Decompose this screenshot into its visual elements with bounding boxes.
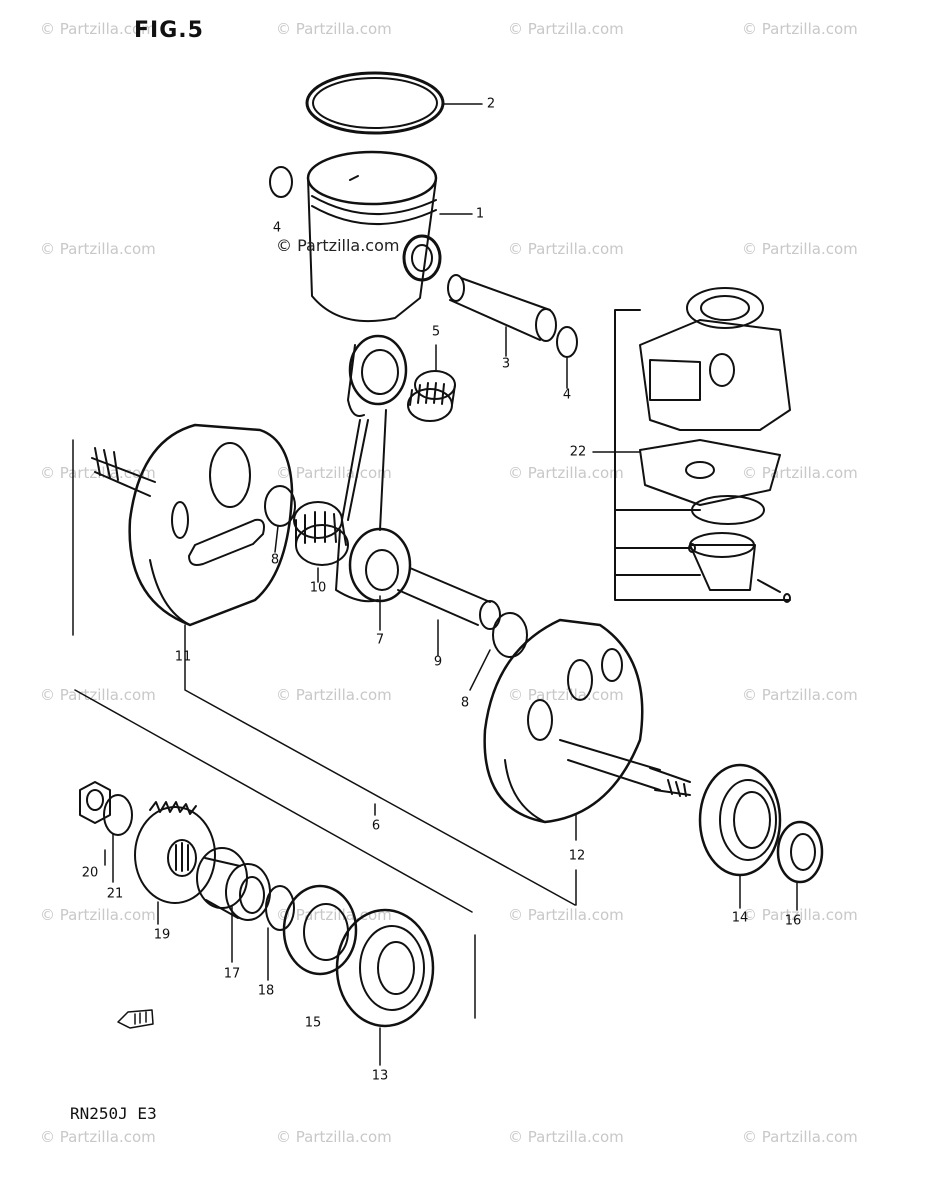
crankshaft-nut bbox=[79, 781, 111, 824]
watermark: © Partzilla.com bbox=[508, 686, 624, 704]
small-end-bearing bbox=[407, 370, 456, 422]
leader-lines bbox=[72, 103, 798, 1066]
crankshaft-bearing-left bbox=[335, 908, 435, 1028]
callout-21: 21 bbox=[106, 886, 124, 902]
piston-pin-clip bbox=[269, 166, 293, 198]
callout-3: 3 bbox=[501, 356, 511, 372]
crank-pin bbox=[397, 567, 501, 630]
figure-title: FIG.5 bbox=[134, 18, 204, 43]
primary-drive-gear bbox=[134, 801, 216, 904]
callout-14: 14 bbox=[731, 910, 749, 926]
callout-8: 8 bbox=[460, 695, 470, 711]
watermark: © Partzilla.com bbox=[40, 906, 156, 924]
piston-pin bbox=[447, 274, 557, 342]
cylinder-set bbox=[614, 287, 791, 603]
watermark: © Partzilla.com bbox=[508, 464, 624, 482]
callout-20: 20 bbox=[81, 865, 99, 881]
feature-watermark: © Partzilla.com bbox=[276, 236, 400, 255]
callout-22: 22 bbox=[569, 444, 587, 460]
washer bbox=[103, 794, 133, 836]
callout-15: 15 bbox=[304, 1015, 322, 1031]
callout-16: 16 bbox=[784, 913, 802, 929]
model-code: RN250J E3 bbox=[70, 1104, 157, 1123]
watermark: © Partzilla.com bbox=[742, 1128, 858, 1146]
left-crankshaft-half bbox=[91, 423, 294, 627]
o-ring bbox=[265, 885, 295, 931]
callout-17: 17 bbox=[223, 966, 241, 982]
callout-4: 4 bbox=[562, 387, 572, 403]
watermark: © Partzilla.com bbox=[276, 686, 392, 704]
watermark: © Partzilla.com bbox=[276, 20, 392, 38]
watermark: © Partzilla.com bbox=[276, 464, 392, 482]
watermark: © Partzilla.com bbox=[508, 906, 624, 924]
callout-9: 9 bbox=[433, 654, 443, 670]
big-end-bearing bbox=[293, 501, 349, 566]
oil-seal-left bbox=[282, 884, 358, 976]
oil-seal-right bbox=[776, 820, 824, 884]
callout-8: 8 bbox=[270, 552, 280, 568]
watermark: © Partzilla.com bbox=[508, 20, 624, 38]
piston bbox=[306, 150, 442, 323]
callout-18: 18 bbox=[257, 983, 275, 999]
connecting-rod bbox=[335, 334, 412, 603]
callout-10: 10 bbox=[309, 580, 327, 596]
callout-12: 12 bbox=[568, 848, 586, 864]
callout-7: 7 bbox=[375, 632, 385, 648]
right-crankshaft-half bbox=[483, 618, 691, 824]
front-direction-arrow-icon bbox=[117, 1009, 154, 1029]
thrust-washer bbox=[492, 612, 528, 658]
watermark: © Partzilla.com bbox=[40, 1128, 156, 1146]
piston-ring bbox=[305, 71, 445, 135]
watermark: © Partzilla.com bbox=[508, 240, 624, 258]
callout-11: 11 bbox=[174, 649, 192, 665]
watermark: © Partzilla.com bbox=[742, 20, 858, 38]
callout-19: 19 bbox=[153, 927, 171, 943]
piston-pin-clip bbox=[556, 326, 578, 358]
watermark: © Partzilla.com bbox=[742, 240, 858, 258]
watermark: © Partzilla.com bbox=[276, 906, 392, 924]
watermark: © Partzilla.com bbox=[276, 1128, 392, 1146]
watermark: © Partzilla.com bbox=[742, 906, 858, 924]
watermark: © Partzilla.com bbox=[508, 1128, 624, 1146]
callout-5: 5 bbox=[431, 324, 441, 340]
watermark: © Partzilla.com bbox=[40, 240, 156, 258]
watermark: © Partzilla.com bbox=[742, 686, 858, 704]
callout-13: 13 bbox=[371, 1068, 389, 1084]
callout-6: 6 bbox=[371, 818, 381, 834]
callout-4: 4 bbox=[272, 220, 282, 236]
watermark: © Partzilla.com bbox=[742, 464, 858, 482]
thrust-washer bbox=[264, 485, 296, 527]
crankshaft-bearing-right bbox=[698, 763, 782, 877]
callout-1: 1 bbox=[475, 206, 485, 222]
callout-2: 2 bbox=[486, 96, 496, 112]
watermark: © Partzilla.com bbox=[40, 686, 156, 704]
watermark: © Partzilla.com bbox=[40, 20, 156, 38]
